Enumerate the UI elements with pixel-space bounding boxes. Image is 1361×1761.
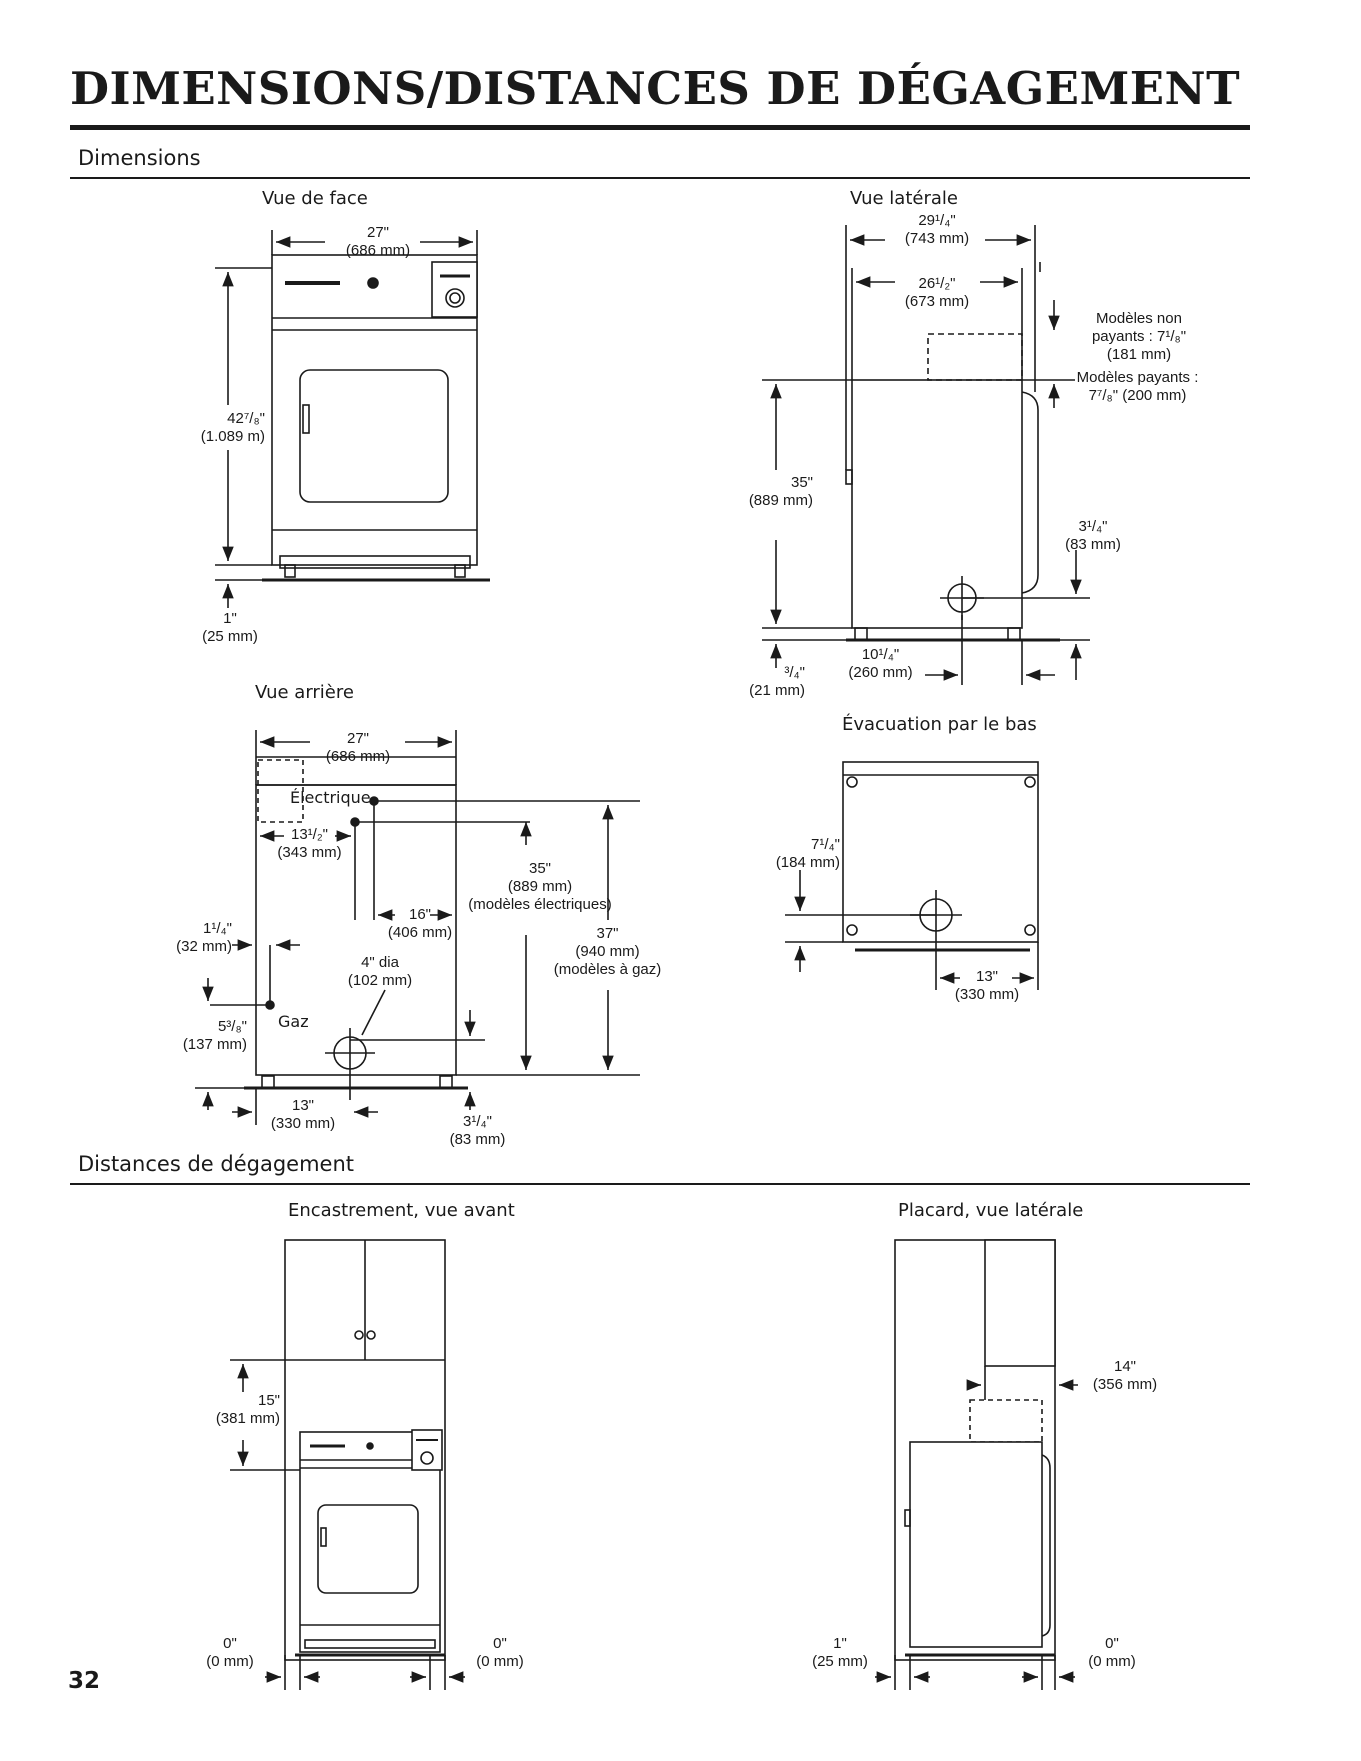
side-overall-depth-dim: 29¹/₄"(743 mm) — [904, 212, 970, 247]
side-vent-from-side-dim: 3¹/₄"(83 mm) — [1065, 518, 1121, 553]
side-leveling-dim: ³/₄"(21 mm) — [749, 664, 805, 699]
rear-electric-offset-dim: 13¹/₂"(343 mm) — [277, 826, 342, 861]
side-vent-from-back-dim: 10¹/₄"(260 mm) — [848, 646, 913, 681]
bottom-exhaust-drawing — [785, 761, 1039, 990]
page-title: DIMENSIONS/DISTANCES DE DÉGAGEMENT — [70, 62, 1241, 115]
closet-side-label: Placard, vue latérale — [898, 1200, 1084, 1221]
front-width-dim: 27"(686 mm) — [345, 224, 411, 259]
rear-vent-from-bottom-dim: 3¹/₄"(83 mm) — [449, 1113, 506, 1148]
rear-vent-from-side-dim: 13"(330 mm) — [270, 1097, 336, 1132]
clearances-section-title: Distances de dégagement — [78, 1152, 354, 1176]
rear-gas-side-dim: 1¹/₄"(32 mm) — [176, 920, 232, 955]
title-rule — [70, 125, 1250, 130]
closet-side-drawing — [875, 1239, 1078, 1690]
recessed-left-dim: 0"(0 mm) — [206, 1635, 254, 1670]
bottom-from-side-dim: 13"(330 mm) — [954, 968, 1020, 1003]
side-coin-models-dim: Modèles payants :7⁷/₈" (200 mm) — [1076, 369, 1199, 404]
bottom-from-front-dim: 7¹/₄"(184 mm) — [775, 836, 840, 871]
rear-vent-dia-dim: 4" dia(102 mm) — [347, 954, 413, 989]
side-cabinet-depth-dim: 26¹/₂"(673 mm) — [904, 275, 970, 310]
rear-electric-label: Électrique — [290, 788, 371, 807]
dimensions-section-rule — [70, 177, 1250, 179]
closet-top-dim: 14"(356 mm) — [1092, 1358, 1158, 1393]
front-feet-dim: 1"(25 mm) — [202, 610, 258, 645]
side-view-label: Vue latérale — [850, 188, 958, 209]
page-number: 32 — [68, 1668, 101, 1694]
recessed-top-dim: 15"(381 mm) — [215, 1392, 280, 1427]
bottom-exhaust-label: Évacuation par le bas — [842, 714, 1037, 735]
rear-view-drawing — [195, 730, 640, 1125]
recessed-front-drawing — [230, 1239, 465, 1690]
clearances-section-rule — [70, 1183, 1250, 1185]
recessed-front-label: Encastrement, vue avant — [288, 1200, 515, 1221]
rear-view-label: Vue arrière — [255, 682, 354, 703]
rear-gas-label: Gaz — [278, 1012, 309, 1031]
rear-width-dim: 27"(686 mm) — [325, 730, 391, 765]
rear-gas-height-dim: 37"(940 mm)(modèles à gaz) — [553, 925, 662, 978]
rear-gas-bottom-dim: 5³/₈"(137 mm) — [182, 1018, 247, 1053]
rear-vent-offset-dim: 16"(406 mm) — [387, 906, 453, 941]
front-view-drawing — [215, 230, 490, 608]
side-view-drawing — [762, 225, 1090, 685]
front-height-dim: 42⁷/₈"(1.089 m) — [200, 410, 265, 445]
dimensions-section-title: Dimensions — [78, 146, 201, 170]
closet-rear-dim: 1"(25 mm) — [812, 1635, 868, 1670]
rear-electric-height-dim: 35"(889 mm)(modèles électriques) — [468, 860, 612, 913]
front-view-label: Vue de face — [262, 188, 368, 209]
side-height-dim: 35"(889 mm) — [748, 474, 813, 509]
recessed-right-dim: 0"(0 mm) — [476, 1635, 524, 1670]
closet-front-dim: 0"(0 mm) — [1088, 1635, 1136, 1670]
